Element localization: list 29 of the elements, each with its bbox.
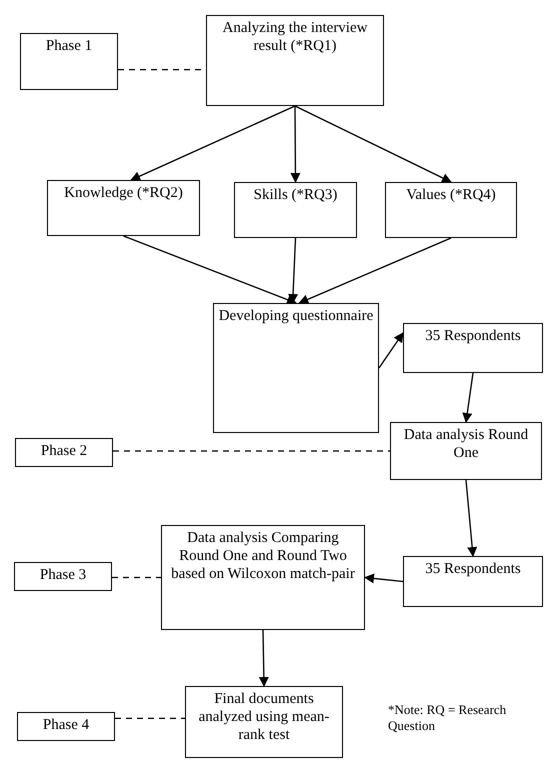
dashed-connector [112, 576, 161, 578]
arrow [130, 105, 296, 181]
arrow [462, 372, 474, 423]
arrow [364, 573, 404, 584]
process-box: Data analysis Round One [390, 422, 542, 480]
process-box: Phase 3 [14, 562, 112, 591]
process-box: Developing questionnaire [213, 303, 379, 433]
process-box: Knowledge (*RQ2) [47, 180, 200, 236]
arrow [294, 105, 452, 183]
arrow [298, 237, 452, 304]
process-box: Phase 4 [17, 712, 115, 741]
process-box: Skills (*RQ3) [234, 182, 357, 238]
process-box: 35 Respondents [403, 556, 543, 607]
process-box: 35 Respondents [403, 323, 543, 373]
process-box: Values (*RQ4) [385, 182, 517, 238]
dashed-connector [115, 718, 185, 720]
process-box: Data analysis Comparing Round One and Round Two based on Wilcoxon match-pair [161, 525, 365, 630]
process-box: Analyzing the interview result (*RQ1) [206, 15, 384, 106]
arrow [378, 332, 404, 368]
arrow [123, 235, 297, 304]
note-text: *Note: RQ = Research Question [388, 702, 508, 734]
arrow [465, 480, 478, 557]
arrow [258, 630, 269, 687]
arrow [288, 238, 298, 304]
arrow [290, 106, 300, 183]
process-box: Phase 1 [20, 33, 118, 90]
process-box: Final documents analyzed using mean-rank test [185, 686, 343, 758]
process-box: Phase 2 [15, 438, 113, 467]
dashed-connector [113, 450, 390, 452]
